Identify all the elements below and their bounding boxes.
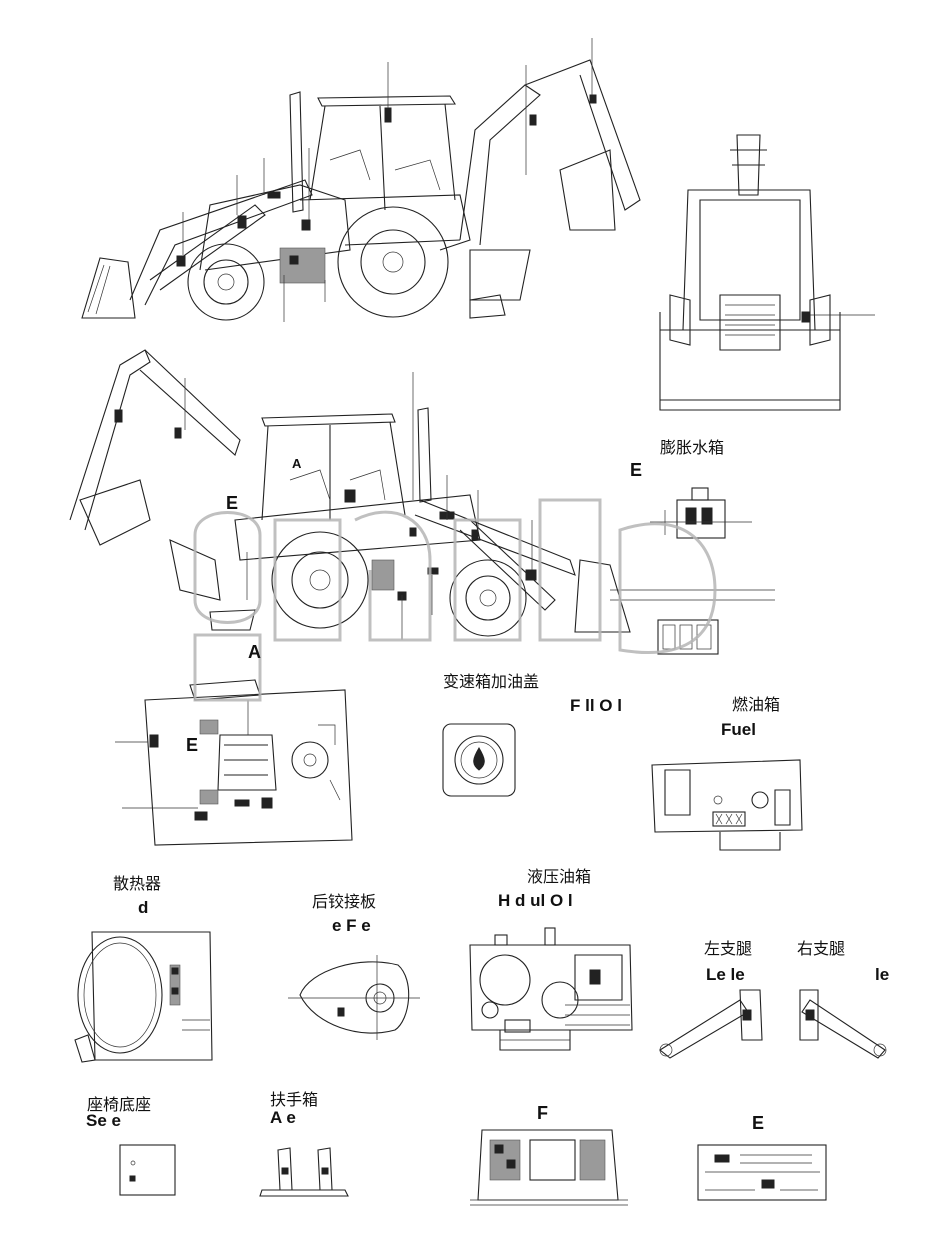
- armrest-box-label-cn: 扶手箱: [270, 1090, 319, 1109]
- cab-rear-panel-icon: [470, 1129, 628, 1206]
- watermark-logo: [193, 498, 717, 702]
- radiator-icon: [74, 931, 213, 1063]
- view-e-mid: E: [226, 493, 239, 513]
- backhoe-side-view-icon: [81, 38, 641, 322]
- rear-hinge-plate-label-cn: 后铰接板: [312, 892, 377, 911]
- view-e-cab: E: [186, 735, 199, 755]
- armrest-box-icon: [259, 1147, 349, 1197]
- seat-base-label-en: Se e: [86, 1111, 121, 1130]
- bottom-f-label: F: [537, 1103, 548, 1123]
- hydraulic-tank-label-cn: 液压油箱: [527, 867, 592, 886]
- rear-hinge-plate-icon: [288, 955, 420, 1040]
- right-outrigger-label-cn: 右支腿: [797, 939, 846, 958]
- fuel-tank-label-en: Fuel: [721, 720, 756, 739]
- expansion-tank-icon: [650, 487, 752, 539]
- right-outrigger-label-en: le: [875, 965, 890, 984]
- radiator-label-en: d: [138, 898, 149, 917]
- left-outrigger-label-cn: 左支腿: [704, 939, 753, 958]
- rear-hinge-plate-label-en: e F e: [332, 916, 371, 935]
- cab-interior-icon: [115, 679, 353, 846]
- transmission-cap-label-cn: 变速箱加油盖: [443, 672, 540, 691]
- hydraulic-tank-icon: [469, 927, 633, 1051]
- view-a-top: A: [292, 456, 302, 471]
- armrest-box-label-en: A e: [270, 1108, 296, 1127]
- expansion-tank-label-en: E: [630, 460, 643, 480]
- bottom-e-label: E: [752, 1113, 765, 1133]
- transmission-cap-label-en: F ll O l: [570, 696, 622, 715]
- side-panel-icon: [697, 1144, 827, 1201]
- expansion-tank-label-cn: 膨胀水箱: [660, 438, 725, 457]
- fuel-tank-icon: [651, 759, 803, 851]
- backhoe-side-view-mirror-icon: [69, 349, 775, 655]
- seat-base-icon: [119, 1144, 176, 1196]
- fuel-cap-icon: [442, 723, 516, 797]
- view-a-mid: A: [248, 642, 261, 662]
- radiator-label-cn: 散热器: [113, 874, 162, 893]
- outrigger-icon: [659, 989, 887, 1059]
- fuel-tank-label-cn: 燃油箱: [732, 695, 781, 714]
- seat-base-label-cn: 座椅底座: [87, 1095, 152, 1114]
- backhoe-front-view-icon: [659, 134, 875, 411]
- hydraulic-tank-label-en: H d ul O l: [498, 891, 573, 910]
- left-outrigger-label-en: Le le: [706, 965, 745, 984]
